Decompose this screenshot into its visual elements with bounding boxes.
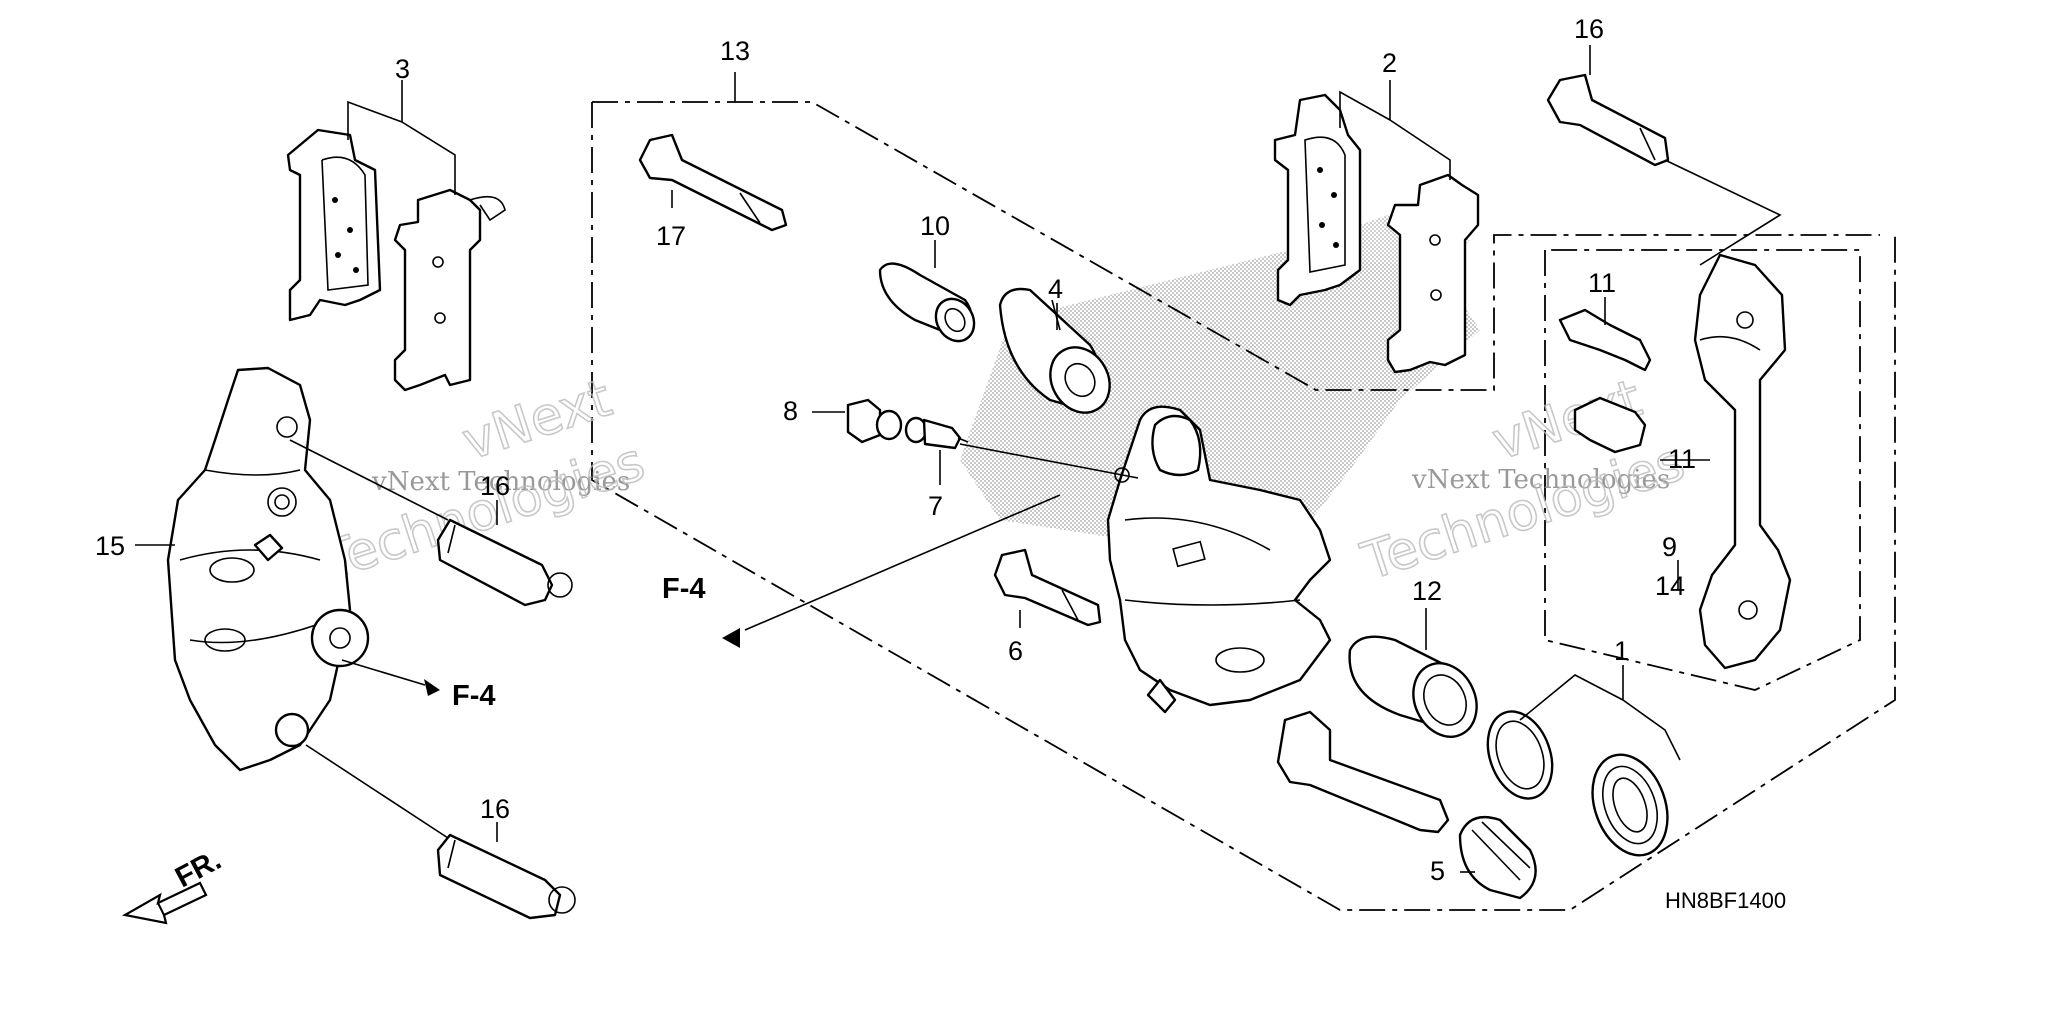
caliper-bracket-9-14[interactable] (1693, 253, 1792, 670)
callout-2: 2 (1382, 48, 1397, 78)
callout-13: 13 (720, 36, 750, 66)
caliper-body[interactable] (1106, 405, 1332, 714)
pin-boot-5[interactable] (1458, 815, 1537, 900)
callout-5: 5 (1430, 856, 1445, 886)
callout-15: 15 (95, 531, 125, 561)
bleeder-screw-7[interactable] (904, 416, 969, 450)
pin-sleeve-10[interactable] (878, 262, 982, 348)
callout-16-bottom: 16 (480, 794, 510, 824)
callout-16-middle: 16 (480, 471, 510, 501)
f4-arrow-left (424, 679, 440, 696)
caliper-assembly-15[interactable] (166, 366, 370, 772)
callout-11-bottom: 11 (1668, 444, 1696, 474)
bleeder-cap-8[interactable] (846, 398, 903, 444)
callout-12: 12 (1412, 576, 1442, 606)
reference-f4-left: F-4 (452, 680, 496, 712)
bolt-16-bottom[interactable] (436, 833, 576, 920)
callout-1: 1 (1614, 636, 1629, 666)
pad-spring-11-bottom[interactable] (1573, 396, 1647, 454)
callout-6: 6 (1008, 636, 1023, 666)
seal-kit-1[interactable] (1476, 702, 1680, 865)
watermark-text-left: vNext Technologies (371, 467, 630, 497)
callout-11-top: 11 (1588, 268, 1616, 298)
bolt-16-top[interactable] (1546, 73, 1670, 167)
callout-9: 9 (1662, 532, 1677, 562)
brake-pad-set-3[interactable] (286, 128, 506, 392)
slide-pin[interactable] (1276, 710, 1450, 834)
callout-4: 4 (1048, 274, 1063, 304)
front-label: FR. (170, 844, 226, 894)
reference-f4-center: F-4 (662, 573, 706, 605)
bolt-6[interactable] (993, 548, 1102, 627)
callout-7: 7 (928, 491, 943, 521)
callout-10: 10 (920, 211, 950, 241)
callout-14: 14 (1655, 571, 1685, 601)
leader-lines (135, 45, 1782, 873)
callout-16-top: 16 (1574, 14, 1604, 44)
bolt-16-middle[interactable] (436, 518, 573, 607)
callout-8: 8 (783, 396, 798, 426)
callout-labels: 3 2 13 16 17 10 4 8 7 6 12 11 11 9 14 1 … (95, 14, 1696, 886)
f4-arrow-center (722, 628, 740, 648)
callout-17: 17 (656, 221, 686, 251)
group-boundary-13 (591, 101, 1896, 911)
callout-3: 3 (395, 54, 410, 84)
diagram-code: HN8BF1400 (1665, 888, 1786, 913)
front-direction-arrow (121, 881, 208, 925)
brake-pad-set-2[interactable] (1273, 93, 1480, 374)
piston-12[interactable] (1348, 635, 1489, 747)
group-boundary-9-14 (1544, 249, 1861, 691)
watermark-text-right: vNext Technologies (1411, 465, 1670, 495)
bolt-17[interactable] (638, 133, 788, 232)
pin-boot-4[interactable] (998, 287, 1121, 423)
pad-spring-11-top[interactable] (1558, 308, 1652, 372)
